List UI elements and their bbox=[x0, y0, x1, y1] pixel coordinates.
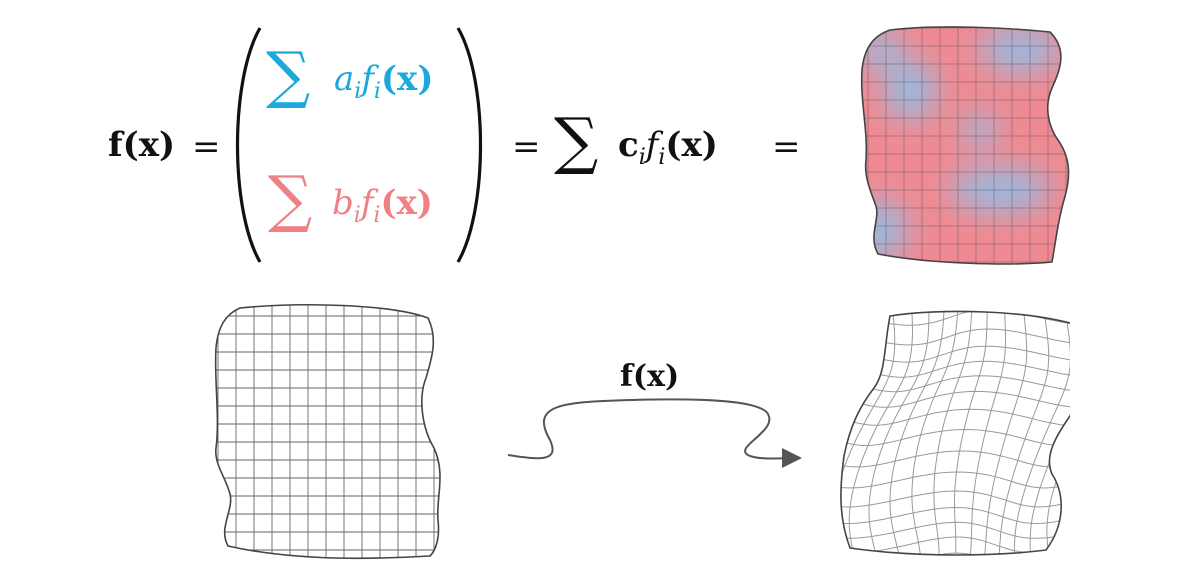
deformed-grid-line bbox=[840, 328, 1070, 346]
equals-sign-3: = bbox=[772, 127, 801, 167]
deformed-grid-shape bbox=[830, 296, 1070, 556]
mapping-arrow bbox=[507, 398, 802, 469]
mapping-arrow-path bbox=[507, 398, 802, 469]
middle-basis-f: f bbox=[645, 125, 659, 165]
deformed-grid-line bbox=[970, 311, 1006, 555]
middle-basis-index: i bbox=[658, 144, 666, 170]
top-component: aifi(x) bbox=[334, 62, 433, 103]
deformed-grid-line bbox=[840, 552, 1070, 556]
equals-sign-2: = bbox=[512, 127, 541, 167]
lhs-x-arg: (x) bbox=[122, 125, 176, 165]
deformed-grid-line bbox=[1013, 311, 1070, 556]
middle-x-arg: (x) bbox=[665, 125, 718, 165]
deformed-grid-line bbox=[889, 311, 945, 556]
deformed-grid-line bbox=[1046, 311, 1070, 556]
deformed-grid-line bbox=[840, 450, 1070, 468]
deformed-grid-line bbox=[840, 375, 1070, 393]
bottom-sum-symbol: ∑ bbox=[268, 162, 313, 235]
left-paren bbox=[235, 27, 262, 263]
vector-field-outline bbox=[860, 26, 1070, 265]
deformed-grid-line bbox=[840, 506, 1070, 525]
middle-coefficient-index: i bbox=[638, 144, 646, 170]
deformed-grid-line bbox=[911, 311, 960, 556]
deformed-grid-line bbox=[840, 521, 1070, 539]
deformed-grid-line bbox=[933, 311, 974, 555]
top-basis-index: i bbox=[373, 78, 381, 104]
middle-coefficient-vector: c bbox=[618, 125, 639, 165]
top-coefficient: a bbox=[334, 59, 355, 99]
right-paren bbox=[456, 27, 483, 263]
middle-sum-symbol: ∑ bbox=[554, 104, 599, 177]
input-grid-outline bbox=[214, 304, 441, 560]
equals-sign-1: = bbox=[192, 127, 221, 167]
bottom-x-arg: (x) bbox=[380, 183, 433, 223]
bottom-basis-index: i bbox=[373, 202, 381, 228]
top-x-arg: (x) bbox=[380, 59, 434, 99]
deformed-grid-line bbox=[868, 311, 930, 556]
deformed-grid-outline bbox=[840, 310, 1070, 556]
top-basis-f: f bbox=[361, 59, 374, 99]
mapping-label-x: (x) bbox=[632, 359, 680, 394]
deformed-grid-line bbox=[1029, 311, 1070, 556]
mapping-label-f: f bbox=[620, 359, 633, 394]
bottom-coefficient-index: i bbox=[353, 202, 361, 228]
deformed-grid-line bbox=[848, 311, 914, 556]
deformed-grid-line bbox=[840, 311, 877, 556]
deformed-grid-line bbox=[998, 311, 1050, 556]
input-grid-shape bbox=[214, 304, 441, 560]
deformed-grid-line bbox=[984, 311, 1028, 556]
deformed-grid-line bbox=[954, 311, 988, 554]
vector-field-shape bbox=[860, 26, 1070, 265]
vector-parentheses bbox=[235, 27, 483, 263]
bottom-coefficient: b bbox=[332, 183, 354, 223]
deformed-grid-line bbox=[840, 408, 1070, 426]
deformed-grid-line bbox=[840, 311, 896, 556]
mapping-label: f(x) bbox=[620, 362, 679, 392]
deformed-grid-line bbox=[840, 490, 1070, 508]
deformed-grid-line bbox=[840, 360, 1070, 378]
bottom-component: bifi(x) bbox=[332, 186, 433, 227]
middle-expression: cifi(x) bbox=[618, 128, 718, 169]
top-coefficient-index: i bbox=[354, 78, 362, 104]
deformed-grid-line bbox=[840, 471, 1070, 489]
deformed-grid-line bbox=[830, 296, 1070, 304]
bottom-basis-f: f bbox=[360, 183, 374, 223]
deformed-grid-line bbox=[840, 428, 1070, 447]
deformed-grid-line bbox=[830, 296, 834, 556]
top-sum-symbol: ∑ bbox=[266, 38, 311, 111]
lhs-f: f(x) bbox=[108, 128, 175, 162]
lhs-f-symbol: f bbox=[108, 125, 123, 165]
